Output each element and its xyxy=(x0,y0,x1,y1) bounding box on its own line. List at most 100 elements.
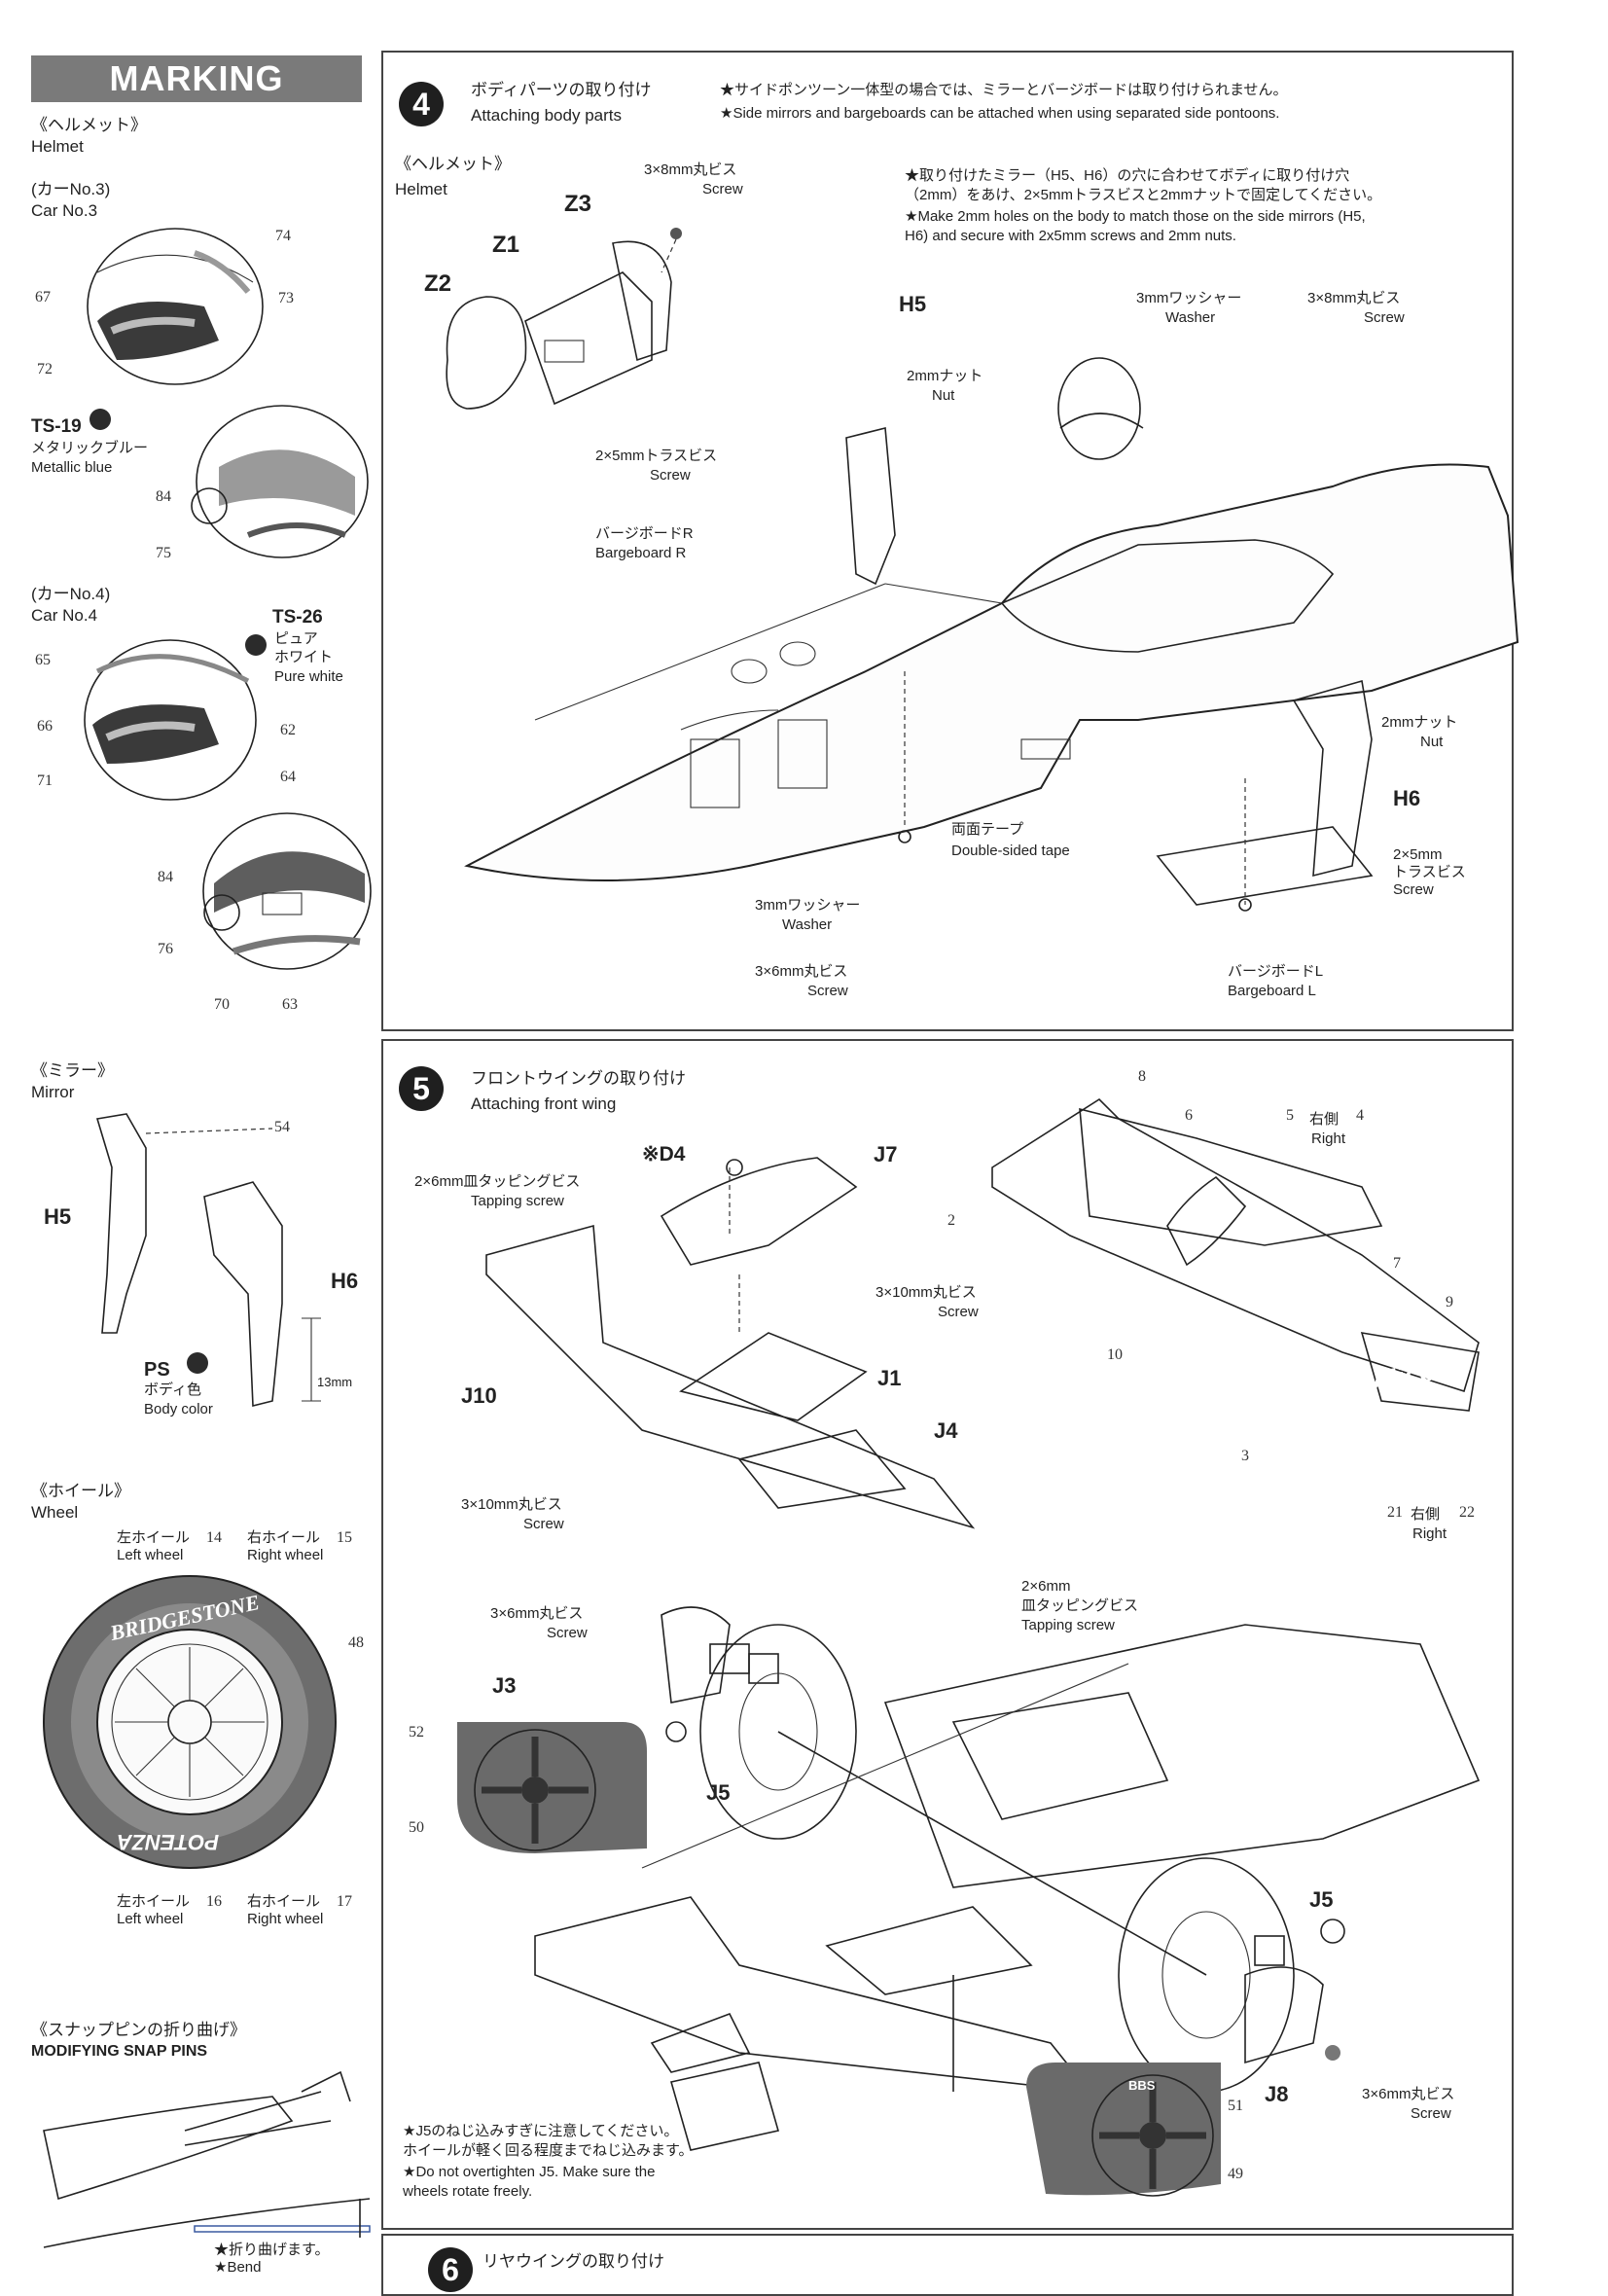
part-j10: J10 xyxy=(461,1383,497,1408)
helmet-assembly-illustration xyxy=(446,228,682,410)
wheel-label-jp: 《ホイール》 xyxy=(31,1482,130,1500)
mirror-paint-jp: ボディ色 xyxy=(144,1381,201,1398)
washer3-jp: 3mmワッシャー xyxy=(1136,290,1242,306)
nut2b-jp: 2mmナット xyxy=(1381,714,1458,731)
tap-2x6-en: Tapping screw xyxy=(471,1193,564,1209)
tap-2x6-jp: 2×6mm皿タッピングビス xyxy=(414,1173,581,1190)
car4-paint-code: TS-26 xyxy=(272,607,323,628)
part-z2: Z2 xyxy=(424,270,452,297)
step4-note-jp: ★サイドポンツーン一体型の場合では、ミラーとバージボードは取り付けられません。 xyxy=(720,82,1288,98)
part-number: 10 xyxy=(1107,1346,1123,1363)
screw-2x5-jp: 2×5mmトラスビス xyxy=(595,448,718,464)
part-number: 51 xyxy=(1228,2098,1243,2114)
mirror-dimension: 13mm xyxy=(317,1375,353,1389)
car4-label-en: Car No.4 xyxy=(31,606,98,625)
mirror-parts-illustration xyxy=(95,1113,321,1408)
mirror-label-jp: 《ミラー》 xyxy=(31,1061,114,1080)
step5-note-en2: wheels rotate freely. xyxy=(403,2183,533,2200)
right-en-bottom: Right xyxy=(1412,1525,1447,1542)
screw-3x8b-jp: 3×8mm丸ビス xyxy=(1307,290,1401,306)
step4-note-en: ★Side mirrors and bargeboards can be att… xyxy=(720,105,1280,122)
wheel-label-en: Wheel xyxy=(31,1503,79,1522)
part-number: 15 xyxy=(337,1529,352,1546)
right-wheel-top-jp: 右ホイール xyxy=(247,1529,321,1546)
left-wheel-bottom-jp: 左ホイール xyxy=(117,1893,191,1910)
part-j5b: J5 xyxy=(1309,1887,1334,1912)
part-j3: J3 xyxy=(492,1673,517,1698)
tape-en: Double-sided tape xyxy=(951,843,1070,859)
part-number: 71 xyxy=(37,772,53,789)
part-number: 76 xyxy=(158,941,173,957)
mirror-paint-code: PS xyxy=(144,1359,170,1381)
tire-wheel-illustration xyxy=(43,1575,337,1869)
car3-helmet-rear-illustration xyxy=(191,405,369,558)
car4-label-jp: (カーNo.4) xyxy=(31,585,111,603)
part-number: 62 xyxy=(280,722,296,738)
front-wing-exploded-illustration xyxy=(485,1157,976,1529)
part-number: 63 xyxy=(282,996,298,1013)
step4-helmet-en: Helmet xyxy=(395,180,447,198)
mirror-paint-en: Body color xyxy=(144,1401,213,1417)
screw-3x8-en: Screw xyxy=(702,181,743,197)
washer3b-jp: 3mmワッシャー xyxy=(755,897,861,914)
snap-label-en: MODIFYING SNAP PINS xyxy=(31,2043,208,2060)
bargeboard-l-jp: バージボードL xyxy=(1228,963,1324,980)
part-number: 17 xyxy=(337,1893,352,1910)
part-number: 2 xyxy=(947,1212,955,1229)
car3-label-en: Car No.3 xyxy=(31,201,98,220)
snap-pin-illustration xyxy=(43,2070,371,2248)
part-number: 72 xyxy=(37,361,53,377)
car4-paint-jp2: ホワイト xyxy=(274,649,334,665)
car3-paint-jp: メタリックブルー xyxy=(31,440,149,456)
nut2b-en: Nut xyxy=(1420,734,1444,750)
step5-number: 5 xyxy=(399,1066,444,1111)
screw-2x5b-jp2: トラスビス xyxy=(1393,864,1466,880)
right-en-top: Right xyxy=(1311,1130,1346,1147)
mirror-label-en: Mirror xyxy=(31,1083,75,1101)
screw-3x10-en: Screw xyxy=(938,1304,979,1320)
right-wheel-bottom-jp: 右ホイール xyxy=(247,1893,321,1910)
part-j1: J1 xyxy=(877,1366,902,1390)
step5-title-jp: フロントウイングの取り付け xyxy=(471,1069,686,1088)
screw-3x10b-en: Screw xyxy=(523,1516,564,1532)
left-wheel-bottom-en: Left wheel xyxy=(117,1911,184,1927)
washer3-en: Washer xyxy=(1165,309,1216,326)
car3-helmet-front-illustration xyxy=(87,228,264,385)
car4-paint-en: Pure white xyxy=(274,668,343,685)
front-wing-assembled-illustration xyxy=(991,1097,1480,1412)
snap-label-jp: 《スナップピンの折り曲げ》 xyxy=(31,2021,246,2039)
washer3b-en: Washer xyxy=(782,916,833,933)
bargeboard-l-en: Bargeboard L xyxy=(1228,983,1316,999)
part-z1: Z1 xyxy=(492,232,520,258)
part-number: 75 xyxy=(156,545,171,561)
car3-paint-en: Metallic blue xyxy=(31,459,113,476)
snap-note-en: ★Bend xyxy=(214,2259,262,2276)
screw-3x10-jp: 3×10mm丸ビス xyxy=(875,1284,977,1301)
screw-3x8-jp: 3×8mm丸ビス xyxy=(644,161,737,178)
paint-swatch-icon xyxy=(89,409,111,430)
part-number: 3 xyxy=(1241,1448,1249,1464)
right-jp-top: 右側 xyxy=(1309,1111,1340,1128)
mirror-h6-label: H6 xyxy=(331,1269,359,1293)
tire-brand-bottom: POTENZA xyxy=(117,1830,220,1854)
marking-title: MARKING xyxy=(31,55,362,102)
car3-label-jp: (カーNo.3) xyxy=(31,180,111,198)
helmet-label-jp: 《ヘルメット》 xyxy=(31,116,147,134)
part-z3: Z3 xyxy=(564,191,592,217)
part-number: 50 xyxy=(409,1819,424,1836)
part-number: 66 xyxy=(37,718,53,735)
part-number: 67 xyxy=(35,289,51,305)
tap-2x6b-jp1: 2×6mm xyxy=(1021,1578,1071,1595)
part-number: 21 xyxy=(1387,1504,1403,1521)
holes-note-en1: ★Make 2mm holes on the body to match tho… xyxy=(905,208,1366,225)
part-number: 64 xyxy=(280,769,296,785)
bbs-logo: BBS xyxy=(1128,2078,1156,2093)
left-wheel-decal-illustration xyxy=(457,1722,647,1853)
j8-hub-illustration xyxy=(1244,1919,1345,2064)
helmet-label-en: Helmet xyxy=(31,137,84,156)
paint-swatch-icon xyxy=(245,634,267,656)
screw-3x6b-en: Screw xyxy=(1411,2105,1451,2122)
paint-swatch-icon xyxy=(187,1352,208,1374)
part-j4: J4 xyxy=(934,1418,958,1443)
part-number: 65 xyxy=(35,652,51,668)
